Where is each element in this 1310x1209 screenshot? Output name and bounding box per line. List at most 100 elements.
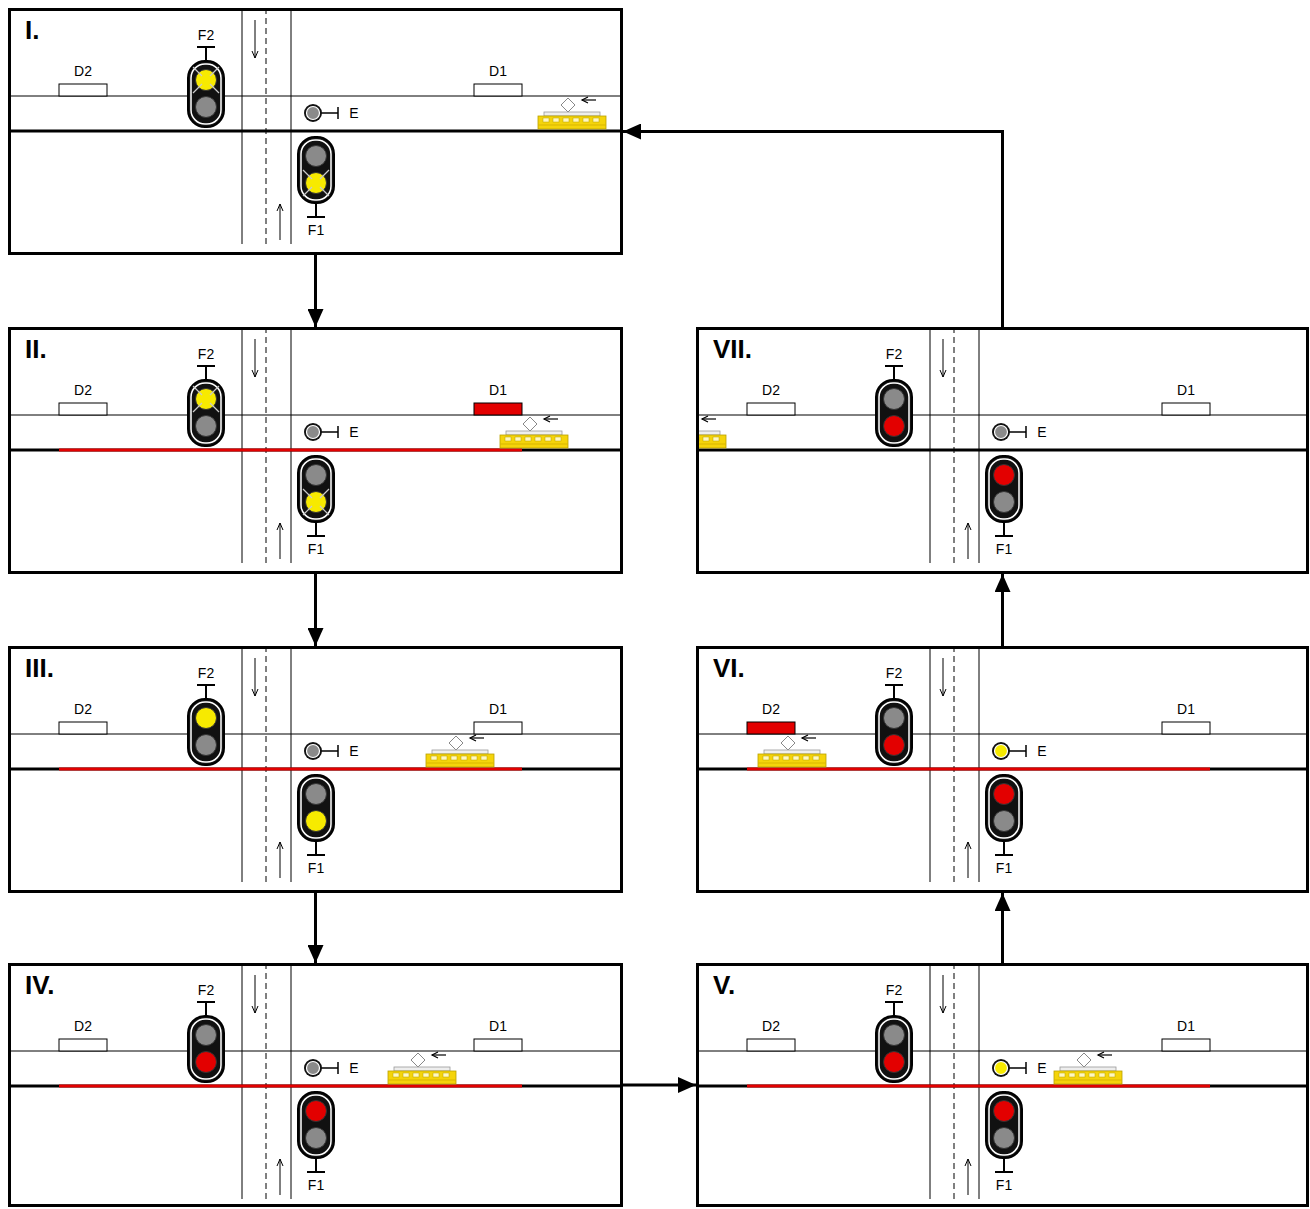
signal-bar <box>995 1171 1013 1173</box>
indicator-lamp <box>307 745 320 758</box>
signal-name: F1 <box>996 1178 1012 1192</box>
detector-name: D2 <box>762 1019 780 1033</box>
tram-window <box>423 1073 429 1077</box>
signal-ring <box>879 383 909 443</box>
signal-f1 <box>986 1092 1022 1172</box>
lane-arrow <box>280 842 281 878</box>
scene <box>11 649 620 882</box>
tram-window <box>545 437 551 441</box>
signal-body <box>188 380 224 446</box>
detector-name: D1 <box>489 702 507 716</box>
scene <box>11 11 620 244</box>
indicator-bar <box>337 1062 339 1074</box>
indicator-name: E <box>349 1061 358 1075</box>
tram-window <box>1079 1073 1085 1077</box>
tram-body <box>699 435 726 448</box>
signal-post <box>1003 1158 1005 1172</box>
state-number: II. <box>25 334 47 365</box>
rail-line <box>11 1085 620 1088</box>
signal-ring <box>989 778 1019 838</box>
signal-lamp <box>306 811 327 832</box>
signal-bar <box>307 216 325 218</box>
detector-d2 <box>747 722 795 734</box>
flash-ray <box>303 506 312 515</box>
signal-f2 <box>188 685 224 765</box>
scene <box>699 649 1306 882</box>
signal-name: F2 <box>886 666 902 680</box>
indicator-lamp <box>307 1062 320 1075</box>
tram-window <box>773 756 779 760</box>
indicator-e <box>304 423 322 441</box>
indicator-bar <box>1025 426 1027 438</box>
lane-arrow <box>255 20 256 58</box>
flash-ray <box>303 170 312 179</box>
tram-body <box>1054 1071 1122 1084</box>
tram-window <box>555 437 561 441</box>
indicator-e <box>992 742 1010 760</box>
signal-ring <box>301 778 331 838</box>
lane-arrow-head <box>252 1006 258 1013</box>
signal-bar <box>197 365 215 367</box>
signal-f2 <box>876 685 912 765</box>
pantograph <box>449 736 463 750</box>
signal-ring <box>989 1095 1019 1155</box>
detector-d1 <box>474 1039 522 1051</box>
signal-bar <box>995 854 1013 856</box>
tram <box>388 1052 456 1084</box>
tram-window <box>461 756 467 760</box>
indicator-bar <box>337 745 339 757</box>
signal-name: F2 <box>198 28 214 42</box>
flash-ray <box>210 67 219 76</box>
signal-name: F1 <box>308 1178 324 1192</box>
tram-body <box>538 116 606 129</box>
indicator-stem <box>1009 431 1026 433</box>
flash-ray <box>210 403 219 412</box>
lane-arrow <box>968 523 969 559</box>
signal-f1 <box>298 137 334 217</box>
tram <box>538 97 606 129</box>
tram-roof <box>506 431 562 435</box>
signal-body <box>188 61 224 127</box>
signal-lamp <box>306 1101 327 1122</box>
road-edge <box>930 330 931 563</box>
tram-stripe <box>758 763 826 764</box>
detector-name: D2 <box>74 383 92 397</box>
indicator-bar <box>337 107 339 119</box>
tram <box>1054 1052 1122 1084</box>
flash-ray <box>210 84 219 93</box>
tram-roof <box>699 431 720 435</box>
tram-window <box>563 118 569 122</box>
signal-post <box>205 1002 207 1016</box>
signal-body <box>298 1092 334 1158</box>
scene <box>699 966 1306 1199</box>
signal-f2 <box>876 1002 912 1082</box>
signal-ring <box>879 702 909 762</box>
detector-d1 <box>1162 722 1210 734</box>
signal-post <box>315 1158 317 1172</box>
lane-arrow-head <box>940 1006 946 1013</box>
state-number: VI. <box>713 653 745 684</box>
tram <box>758 735 826 767</box>
road-centre-line <box>954 966 955 1199</box>
pantograph <box>781 736 795 750</box>
indicator-lamp <box>307 107 320 120</box>
flash-ray <box>210 386 219 395</box>
flash-ray <box>320 170 329 179</box>
signal-name: F2 <box>886 347 902 361</box>
lane-arrow-head <box>965 1159 971 1166</box>
tram-roof <box>1060 1067 1116 1071</box>
indicator-lamp <box>307 426 320 439</box>
state-number: III. <box>25 653 54 684</box>
signal-lamp <box>884 416 905 437</box>
flash-ray <box>303 187 312 196</box>
scene <box>699 330 1306 563</box>
lane-arrow-head <box>252 689 258 696</box>
lane-arrow <box>255 658 256 696</box>
indicator-lamp <box>995 1062 1008 1075</box>
signal-post <box>893 366 895 380</box>
tram-window <box>441 756 447 760</box>
lane-arrow-head <box>965 842 971 849</box>
lane-arrow <box>968 842 969 878</box>
tram-body <box>500 435 568 448</box>
tram-window <box>793 756 799 760</box>
